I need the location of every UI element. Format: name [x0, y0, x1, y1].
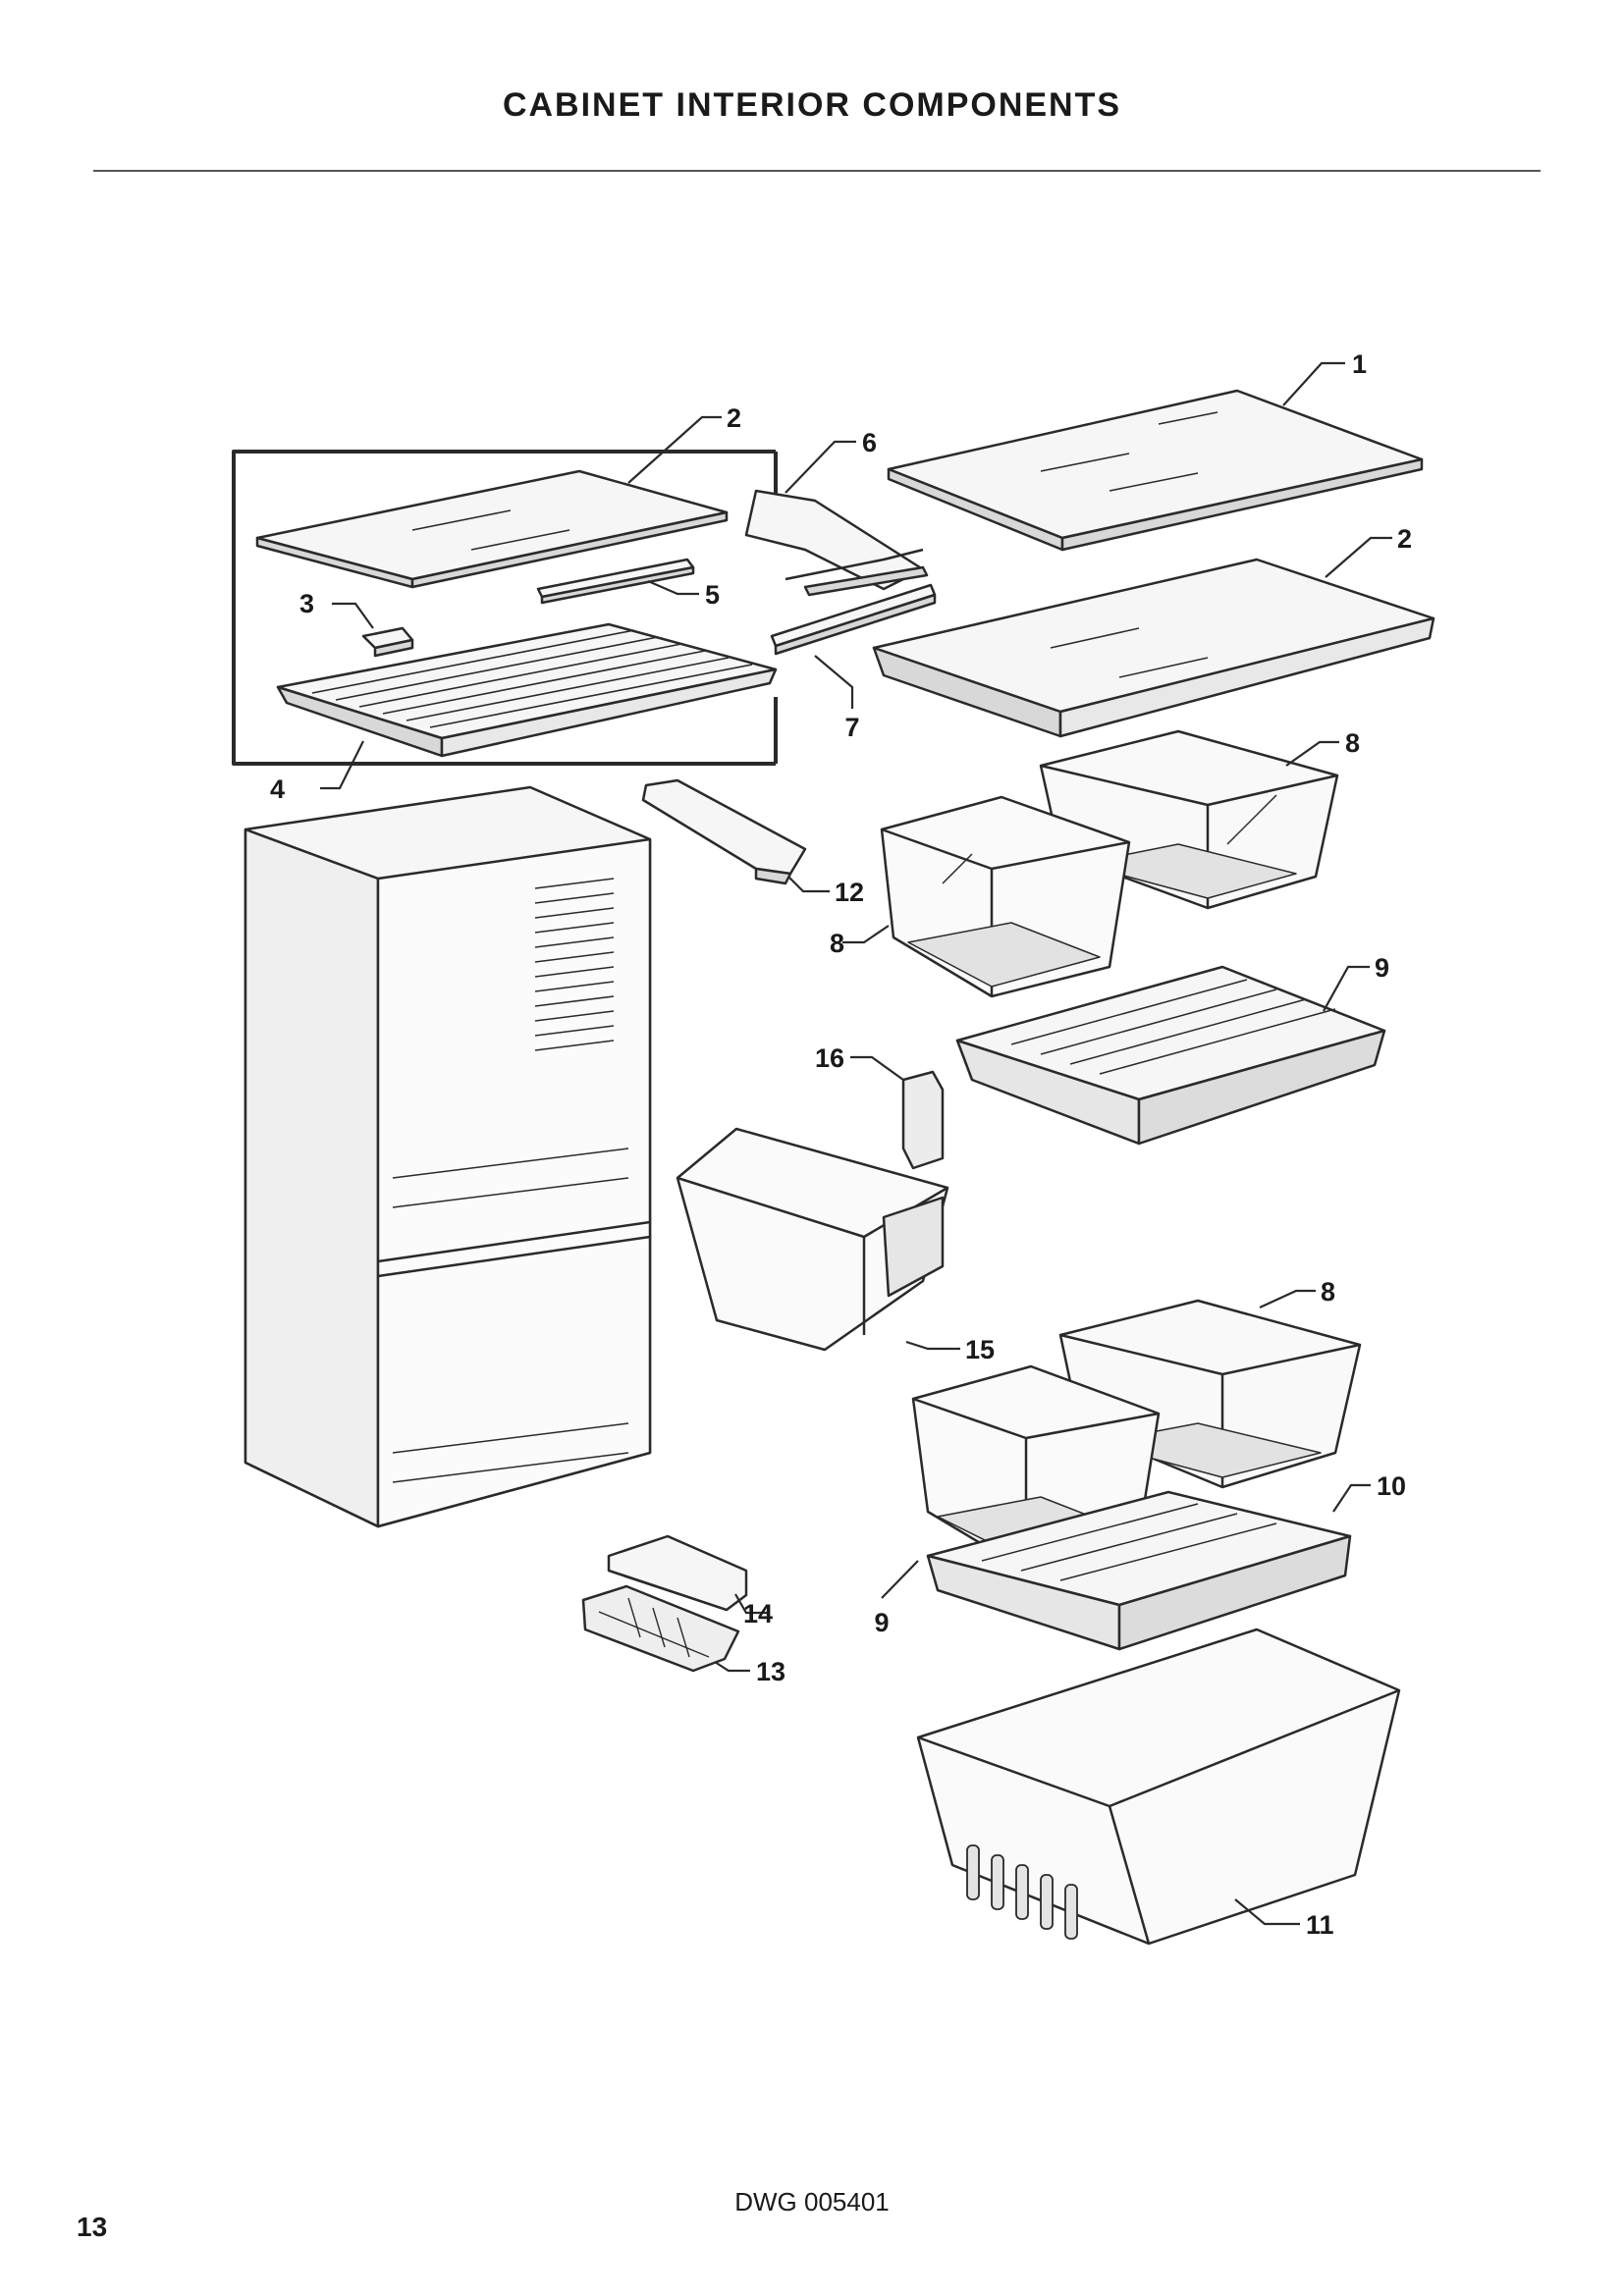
shelf-tray-upper — [955, 965, 1386, 1146]
glass-shelf-freezer — [255, 469, 729, 589]
callout-9: 9 — [874, 1608, 889, 1637]
shelf-tray-lower — [926, 1490, 1352, 1651]
freezer-assembly-frame — [232, 450, 776, 766]
callout-11: 11 — [1306, 1910, 1334, 1940]
callout-9: 8 — [830, 929, 844, 958]
ice-cube-tray — [581, 1584, 740, 1673]
callout-12: 12 — [835, 878, 864, 907]
small-part-16 — [901, 1070, 945, 1170]
shelf-clip — [361, 626, 414, 658]
callout-1: 1 — [1352, 349, 1367, 379]
door-bracket — [641, 778, 807, 885]
callout-10: 10 — [1377, 1471, 1406, 1501]
callout-4: 4 — [270, 774, 285, 804]
callout-14: 14 — [743, 1599, 773, 1629]
callout-labels: 1 2 2 3 4 5 6 7 8 8 9 12 16 15 8 10 9 14… — [270, 349, 1412, 1940]
callout-8: 8 — [1321, 1277, 1335, 1307]
callout-16: 16 — [815, 1043, 844, 1073]
ice-bin — [607, 1534, 748, 1612]
leader-lines — [320, 361, 1392, 1926]
trim-rail — [536, 558, 695, 605]
callout-3: 3 — [299, 589, 314, 618]
glass-shelf-top — [887, 389, 1424, 552]
glass-shelf-right — [872, 558, 1435, 738]
callout-13: 13 — [756, 1657, 785, 1686]
door-bin — [676, 1127, 949, 1352]
slide-rail — [770, 583, 937, 656]
title-divider — [93, 170, 1541, 172]
crisper-bin-upper-left — [880, 795, 1131, 998]
page-number: 13 — [77, 2212, 108, 2242]
slide-bracket — [744, 489, 929, 597]
refrigerator-cabinet — [244, 785, 652, 1528]
callout-2: 2 — [1397, 524, 1412, 554]
page-title: CABINET INTERIOR COMPONENTS — [502, 86, 1122, 124]
callout-5: 5 — [705, 580, 720, 610]
callout-8: 8 — [1345, 728, 1360, 758]
callout-7: 7 — [844, 713, 859, 742]
callout-6: 6 — [862, 428, 877, 457]
freezer-drawer — [916, 1628, 1401, 1946]
drawing-number: DWG 005401 — [734, 2187, 890, 2216]
callout-10: 9 — [1375, 953, 1389, 983]
callout-15: 15 — [965, 1335, 995, 1364]
freezer-wire-tray — [276, 622, 778, 758]
callout-2: 2 — [727, 403, 741, 433]
